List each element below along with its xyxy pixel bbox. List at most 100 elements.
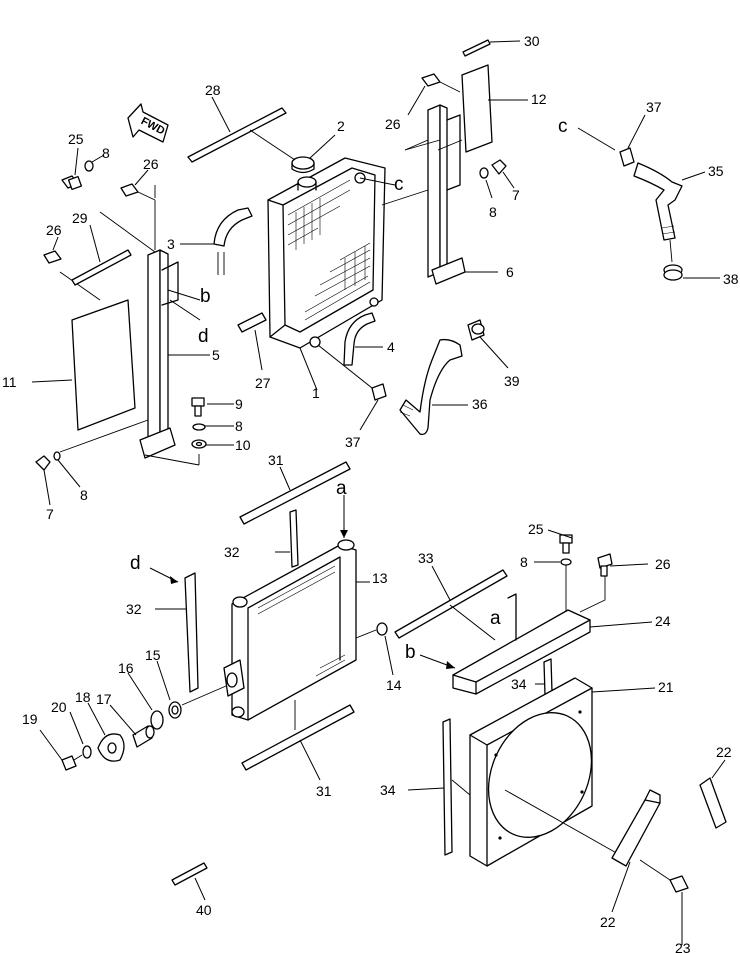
bolt-part-19 [39,729,83,771]
callout-34-right: 34 [511,676,527,692]
callout-27: 27 [255,375,271,391]
callout-23: 23 [675,940,691,953]
callout-11: 11 [2,374,17,390]
callout-4: 4 [387,339,395,355]
ref-d-lower: d [130,553,141,574]
hose-part-36 [399,338,468,436]
strip-part-31-bottom [241,704,355,781]
bracket-part-22-lower [611,789,661,913]
bolt-part-26-a [120,169,156,201]
ref-c-upper: c [394,174,404,195]
callout-22-right: 22 [716,744,732,760]
bracket-part-24 [452,560,653,695]
o-ring-part-15 [156,660,227,719]
part-4-hose [343,312,383,366]
callout-26-b: 26 [46,222,62,238]
callout-32-left: 32 [126,601,142,617]
callout-3: 3 [167,236,175,252]
washer-part-20 [69,711,92,759]
callout-37-lower: 37 [345,434,361,450]
arrow-b-lower [419,654,456,669]
callout-12: 12 [531,91,547,107]
callout-26-a: 26 [143,156,159,172]
ref-a-top: a [336,478,347,499]
callout-17: 17 [96,691,112,707]
left-bracket-part-5 [99,185,210,459]
callout-8-top: 8 [102,145,110,161]
callout-8-lower: 8 [520,554,528,570]
callout-7-right: 7 [512,187,520,203]
fan-shroud-part-21 [469,677,656,867]
part-3-hose [180,207,253,275]
callout-18: 18 [75,689,91,705]
callout-14: 14 [386,677,402,693]
radiator-core-pattern [287,179,371,321]
callout-16: 16 [118,660,134,676]
callout-28: 28 [205,82,221,98]
callout-6: 6 [506,264,514,280]
bolt-part-25-right [547,529,573,554]
part-27-strip [237,312,267,371]
callout-25-right: 25 [528,521,544,537]
clamp-part-37-lower [317,344,387,431]
arrow-a-top [340,495,348,538]
oil-cooler-part-13 [223,539,370,730]
callout-31-top: 31 [268,452,284,468]
nut-part-7-left [35,455,51,506]
forward-arrow-icon: FWD [127,103,169,143]
callout-25-left: 25 [68,131,84,147]
bolt-part-25-left [61,147,83,191]
radiator-cap-part-2 [291,134,336,174]
bolt-part-23 [639,859,689,945]
ref-a-right: a [490,608,501,629]
rod-part-33 [394,565,508,641]
callout-26-c: 26 [385,116,401,132]
bolt-part-26-b [43,236,62,264]
callout-38: 38 [723,271,739,287]
clamp-part-38 [663,264,720,281]
callout-10: 10 [235,437,251,453]
upper-radiator-part-1 [267,157,386,391]
ref-c-right: c [558,116,568,137]
part-28-strip [187,96,296,163]
callout-7-left: 7 [46,506,54,522]
hose-part-35 [633,162,706,263]
bolt-part-9 [191,397,234,417]
strip-part-34-left [407,718,471,856]
callout-37-right: 37 [646,99,662,115]
callout-1: 1 [312,385,320,401]
part-30-rod [462,39,521,57]
part-40-rod [171,862,208,901]
callout-2: 2 [337,118,345,134]
ref-d-upper: d [198,326,209,347]
elbow-part-17 [109,704,155,748]
callout-33: 33 [418,550,434,566]
bracket-part-22-right [699,759,727,829]
callout-13: 13 [372,570,388,586]
o-ring-part-16 [127,672,164,730]
strip-part-32-center [275,509,299,568]
washer-part-8-top [84,154,105,172]
callout-21: 21 [658,679,674,695]
callout-9: 9 [235,396,243,412]
callout-labels: 1 2 3 4 5 6 7 7 8 8 8 8 8 9 10 11 12 13 … [2,33,739,953]
callout-5: 5 [212,347,220,363]
ref-b-upper: b [200,286,211,307]
part-29-rod [71,224,132,286]
callout-40: 40 [196,902,212,918]
arrow-d-lower [149,567,179,584]
callout-30: 30 [524,33,540,49]
bolt-part-26-c [407,73,461,116]
nut-part-7-right [491,159,515,189]
callout-36: 36 [472,396,488,412]
callout-15: 15 [145,647,161,663]
side-panel-part-11 [31,271,136,431]
callout-8-left: 8 [80,487,88,503]
callout-8-mid: 8 [235,418,243,434]
callout-19: 19 [22,711,38,727]
callout-26-d: 26 [655,556,671,572]
callout-24: 24 [655,613,671,629]
callout-22-lower: 22 [600,914,616,930]
plug-part-14 [355,622,394,676]
